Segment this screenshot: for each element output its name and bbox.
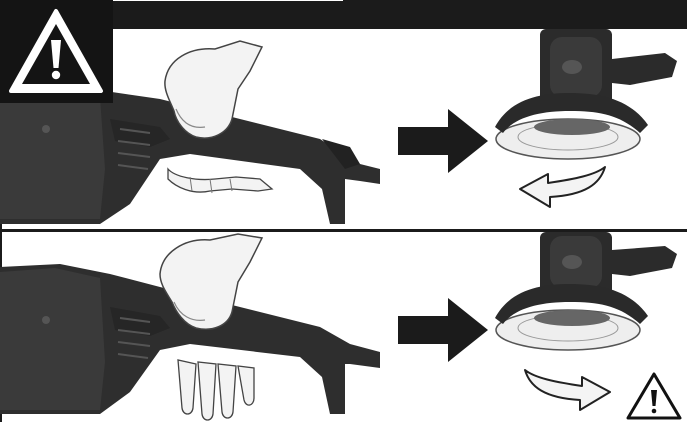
hand-top-grip (165, 41, 272, 193)
grinder-head-with-disc (495, 29, 677, 159)
grinder-head-with-disc (495, 232, 677, 350)
hand-bottom-fingers (178, 360, 254, 420)
panel-incorrect-illustration (0, 232, 687, 422)
right-arrow-icon (398, 298, 488, 362)
warning-triangle-icon (0, 0, 113, 103)
small-warning-triangle-icon (628, 374, 680, 418)
right-arrow-icon (398, 109, 488, 173)
panel-incorrect-grip (0, 232, 687, 422)
panel-divider (0, 229, 687, 232)
rotation-arrow-icon (525, 370, 610, 410)
rotation-arrow-icon (520, 167, 605, 207)
warning-badge (0, 0, 113, 103)
